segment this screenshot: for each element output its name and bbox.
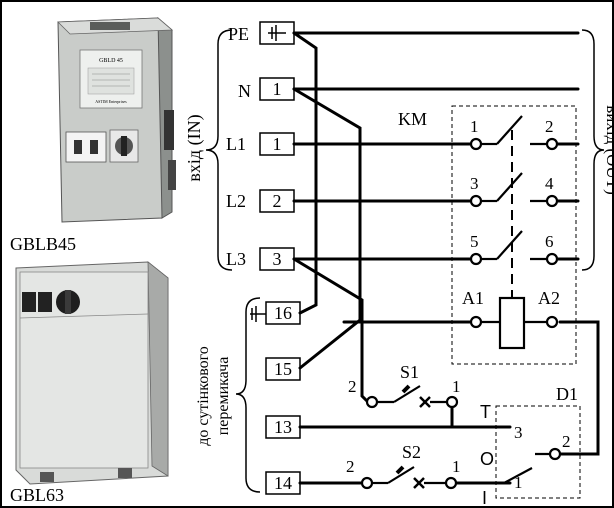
terminal-number-l1: 1 [273,134,282,154]
terminal-number-l3: 3 [273,249,282,269]
contact-number-5: 5 [470,232,479,251]
input-brace [205,29,233,271]
terminal-label-l1: L1 [226,134,246,154]
d1-switch [503,447,562,484]
d1-t-mark: T [480,402,491,422]
contact-number-1: 1 [470,117,479,136]
terminal-number-16: 16 [274,303,292,323]
coil-connections [469,315,559,329]
contact-number-3: 3 [470,174,479,193]
switch-s1-pin-left: 2 [348,377,357,396]
switch-s2-pin-left: 2 [346,457,355,476]
d1-o-mark: O [480,449,494,469]
switch-brace [235,297,261,493]
device-brand-text: ASTIM Enterprises [95,99,127,104]
contact-number-4: 4 [545,174,554,193]
switch-s2-label: S2 [402,442,421,462]
ground-icon-16 [250,306,266,322]
photo-gblb45: GBLD 45 ASTIM Enterprises [6,6,196,228]
terminal-label-n: N [238,81,251,101]
terminal-number-15: 15 [274,359,292,379]
switch-group-label-line1: до сутінкового [195,346,212,446]
coil-label-a1: A1 [462,288,484,308]
terminal-number-14: 14 [274,473,292,493]
output-brace [581,29,605,271]
product-label-gblb45: GBLB45 [10,234,76,254]
contactor-label: KM [398,109,427,129]
contactor-contacts [469,115,559,266]
terminal-label-l3: L3 [226,249,246,269]
terminal-label-l2: L2 [226,191,246,211]
contactor-coil [498,296,526,350]
ground-icon-pe [268,25,286,41]
d1-pin-2: 2 [562,432,571,451]
coil-label-a2: A2 [538,288,560,308]
d1-enclosure [495,405,581,499]
switch-s1 [365,384,459,409]
switch-s1-label: S1 [400,362,419,382]
switch-s2 [360,465,458,490]
d1-i-mark: I [482,488,487,508]
terminal-number-n: 1 [273,79,282,99]
d1-label: D1 [556,384,578,404]
photo-gbl63 [15,261,169,485]
d1-pin-3: 3 [514,423,523,442]
switch-s2-pin-right: 1 [452,457,461,476]
contact-number-6: 6 [545,232,554,251]
switch-s1-pin-right: 1 [452,377,461,396]
input-group-label: вхід (IN) [184,114,205,181]
terminal-number-13: 13 [274,417,292,437]
terminal-number-l2: 2 [273,191,282,211]
contactor-enclosure [451,105,577,365]
product-label-gbl63: GBL63 [10,485,64,505]
output-group-label: вихід (OUT) [603,105,614,195]
device-screen-text: GBLD 45 [99,58,123,64]
terminal-label-pe: PE [228,24,249,44]
switch-group-label-line2: перемикача [215,357,232,436]
d1-pin-1: 1 [514,473,523,492]
contact-number-2: 2 [545,117,554,136]
